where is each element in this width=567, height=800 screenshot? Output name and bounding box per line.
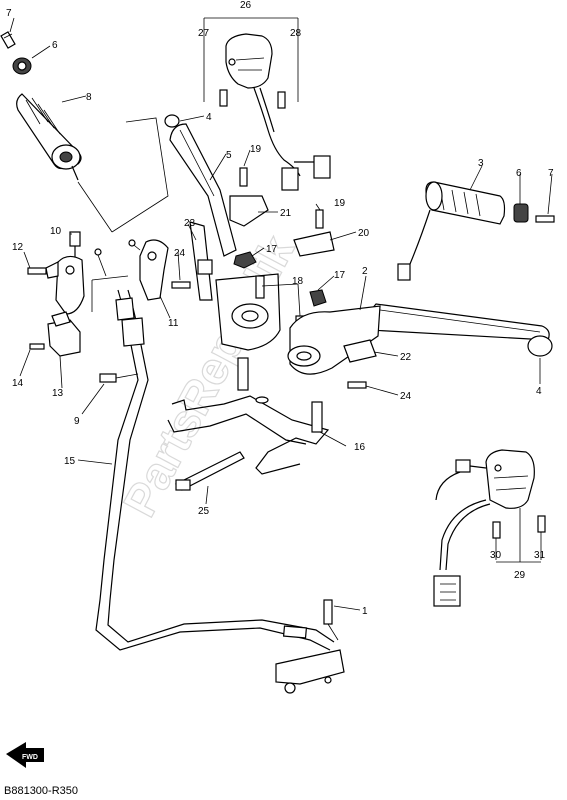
nut-17b bbox=[309, 289, 327, 307]
callout-15: 15 bbox=[64, 456, 76, 467]
callout-4-right: 4 bbox=[536, 386, 542, 397]
bolt-7-right bbox=[535, 215, 555, 223]
callout-19-right: 19 bbox=[334, 198, 346, 209]
screw-14 bbox=[29, 343, 45, 350]
callout-16: 16 bbox=[354, 442, 366, 453]
stud-16b bbox=[311, 401, 323, 433]
callout-14: 14 bbox=[12, 378, 24, 389]
screw-28 bbox=[277, 91, 286, 109]
callout-19-left: 19 bbox=[250, 144, 262, 155]
bar-end-weight-right bbox=[513, 203, 529, 223]
callout-21: 21 bbox=[280, 208, 292, 219]
bracket-20 bbox=[293, 231, 335, 257]
screw-30 bbox=[492, 521, 501, 539]
cable-bracket bbox=[275, 649, 345, 685]
fwd-badge: FWD bbox=[6, 742, 44, 768]
bolt-1 bbox=[323, 599, 333, 625]
callout-2: 2 bbox=[362, 266, 368, 277]
reference-code: B881300-R350 bbox=[4, 785, 78, 797]
nut-17a bbox=[233, 251, 257, 269]
callout-24-right: 24 bbox=[400, 391, 412, 402]
callout-26: 26 bbox=[240, 0, 252, 11]
callout-9: 9 bbox=[74, 416, 80, 427]
right-grip-assembly bbox=[397, 181, 555, 281]
handlebar-right bbox=[287, 209, 553, 389]
callout-11: 11 bbox=[168, 318, 179, 329]
bolt-24b bbox=[347, 381, 367, 389]
callout-23: 23 bbox=[184, 218, 196, 229]
callout-6-left: 6 bbox=[52, 40, 58, 51]
callout-17-right: 17 bbox=[334, 270, 346, 281]
screw-31 bbox=[537, 515, 546, 533]
cable-tie-9 bbox=[99, 373, 117, 383]
connector-a bbox=[281, 167, 299, 191]
callout-labels: 7 6 8 26 27 28 4 5 19 21 23 24 17 18 19 … bbox=[6, 0, 554, 617]
bar-end-4-top bbox=[164, 114, 180, 128]
lower-bracket bbox=[167, 357, 330, 491]
bolt-18a bbox=[255, 275, 265, 299]
callout-27: 27 bbox=[198, 28, 210, 39]
callout-12: 12 bbox=[12, 242, 24, 253]
throttle-grip-left bbox=[16, 93, 82, 181]
callout-7-right: 7 bbox=[548, 168, 554, 179]
bolt-19a bbox=[239, 167, 248, 187]
callout-25: 25 bbox=[198, 506, 210, 517]
callout-29: 29 bbox=[514, 570, 526, 581]
leader-lines bbox=[9, 17, 553, 611]
stud-16a bbox=[237, 357, 249, 391]
lever-bracket-11 bbox=[139, 239, 169, 301]
callout-28: 28 bbox=[290, 28, 302, 39]
fwd-label: FWD bbox=[22, 754, 38, 761]
bracket-21 bbox=[229, 195, 269, 227]
bolt-24a bbox=[171, 281, 191, 289]
callout-24-left: 24 bbox=[174, 248, 186, 259]
bolt-12 bbox=[27, 267, 47, 275]
callout-6-right: 6 bbox=[516, 168, 522, 179]
callout-31: 31 bbox=[534, 550, 546, 561]
callout-22: 22 bbox=[400, 352, 412, 363]
bracket-22 bbox=[343, 339, 377, 363]
callout-3: 3 bbox=[478, 158, 484, 169]
screw-27 bbox=[219, 89, 228, 107]
callout-7-left: 7 bbox=[6, 8, 12, 19]
callout-17-left: 17 bbox=[266, 244, 278, 255]
callout-8: 8 bbox=[86, 92, 92, 103]
connector-3 bbox=[397, 263, 411, 281]
callout-5: 5 bbox=[226, 150, 232, 161]
bar-end-4-right bbox=[527, 335, 553, 357]
callout-30: 30 bbox=[490, 550, 502, 561]
callout-1: 1 bbox=[362, 606, 368, 617]
switch-connector bbox=[455, 459, 471, 473]
callout-13: 13 bbox=[52, 388, 64, 399]
bolt-19b bbox=[315, 209, 324, 229]
throttle-cables bbox=[95, 289, 345, 694]
left-lever-holder bbox=[27, 231, 169, 357]
clutch-switch bbox=[47, 319, 81, 357]
bolt-7-left bbox=[0, 31, 16, 49]
callout-4-top: 4 bbox=[206, 112, 212, 123]
callout-18: 18 bbox=[292, 276, 304, 287]
right-handle-switch-top bbox=[219, 33, 331, 191]
left-grip-assembly bbox=[0, 31, 169, 233]
right-handle-switch bbox=[433, 449, 546, 607]
callout-20: 20 bbox=[358, 228, 370, 239]
connector-b bbox=[313, 155, 331, 179]
callout-10: 10 bbox=[50, 226, 62, 237]
handlebar-left bbox=[164, 114, 305, 351]
switch-plug bbox=[433, 575, 461, 607]
